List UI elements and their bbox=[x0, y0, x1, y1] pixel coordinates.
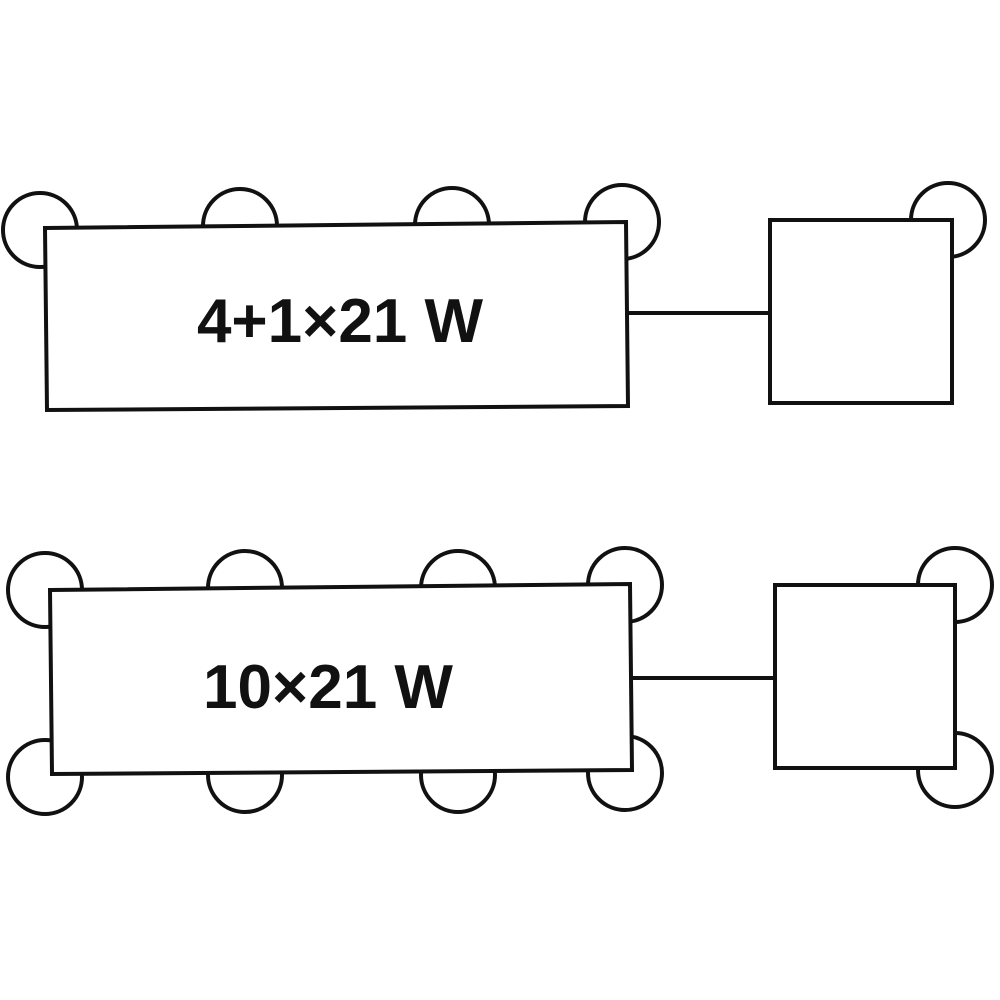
diagram-10x21: 10×21 W bbox=[6, 546, 994, 816]
diagram-4plus1: 4+1×21 W bbox=[1, 181, 987, 413]
lamp-group-box bbox=[42, 219, 631, 413]
flasher-unit-box bbox=[768, 218, 954, 405]
diagram-label: 10×21 W bbox=[203, 653, 453, 722]
diagram-label: 4+1×21 W bbox=[197, 287, 484, 356]
flasher-unit-box bbox=[773, 583, 957, 770]
lamp-group-box bbox=[47, 581, 635, 777]
